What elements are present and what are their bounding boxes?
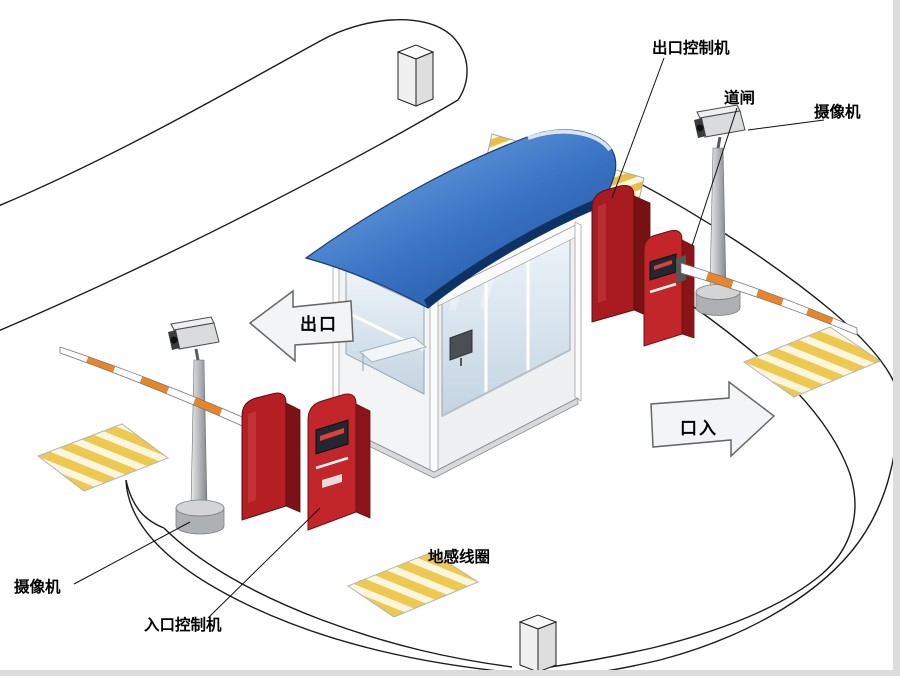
booth-interior-monitor <box>449 329 473 361</box>
marker-right-face <box>537 621 557 673</box>
entrance-direction-arrow: 口入 <box>650 380 776 458</box>
entrance-control-badge <box>322 474 342 488</box>
exit-lane-equipment <box>591 185 858 347</box>
camera-left-pole <box>190 359 208 506</box>
entrance-control-display-led <box>320 428 344 441</box>
camera-right-pole <box>709 147 727 291</box>
booth-roof <box>304 129 617 309</box>
leader-barrier-gate <box>691 107 738 247</box>
leader-camera-left <box>73 521 191 585</box>
camera-right-bracket <box>716 136 722 149</box>
entrance-arrow-shape <box>650 380 776 458</box>
exit-barrier-arm <box>680 262 858 336</box>
scan-edge-right <box>893 0 900 676</box>
ground-loop-left <box>36 423 170 492</box>
marker-left-face <box>397 51 417 107</box>
camera-left-bracket <box>194 348 200 361</box>
road-bottom-left-outer <box>125 479 557 676</box>
entrance-control-ticket-slot <box>315 456 349 470</box>
camera-left <box>168 316 225 535</box>
road-right-inner <box>543 243 856 669</box>
entrance-barrier-cabinet-side <box>285 402 301 513</box>
callout-labels: 出口控制机 道闸 摄像机 摄像机 入口控制机 地感线圈 <box>14 38 861 634</box>
leader-lines <box>73 57 825 619</box>
exit-direction-arrow: 出口 <box>248 289 354 363</box>
booth-roof-curl-highlight <box>527 129 612 152</box>
road-bottom-left-inner <box>163 527 513 668</box>
camera-left-lens-icon <box>170 336 178 344</box>
camera-left-base-top <box>175 499 225 517</box>
road-bottom-left-cap <box>125 479 165 529</box>
entrance-barrier-arm <box>59 346 248 429</box>
entrance-lane-equipment <box>59 346 371 531</box>
road-top-left <box>0 19 468 332</box>
road-marker-top <box>396 44 435 107</box>
exit-arrow-shape <box>248 289 354 363</box>
exit-arrow-label: 出口 <box>300 314 338 334</box>
booth-interior-desk <box>358 336 428 363</box>
booth-post-front <box>429 293 439 475</box>
exit-control-machine-highlight <box>598 203 606 303</box>
booth-post-right <box>574 221 582 402</box>
ground-loops <box>36 326 882 618</box>
road-network <box>0 19 898 676</box>
label-barrier-gate: 道闸 <box>724 88 755 107</box>
road-right-outer <box>617 171 898 391</box>
marker-left-face <box>519 621 539 673</box>
entrance-arrow-label: 口入 <box>680 419 718 438</box>
booth-roof-edge <box>424 198 602 308</box>
entrance-control-machine-side <box>355 403 371 519</box>
label-ground-loop: 地感线圈 <box>428 547 490 566</box>
marker-right-face <box>415 51 434 107</box>
camera-right-lens-icon <box>696 124 704 132</box>
guard-booth <box>304 129 645 479</box>
booth-right-sill <box>441 349 571 417</box>
ground-loop-right <box>742 326 882 398</box>
leader-entrance-controller <box>207 507 321 619</box>
label-camera-right: 摄像机 <box>814 102 861 121</box>
leader-exit-controller <box>611 57 665 199</box>
scan-edge-bottom <box>0 670 900 676</box>
ground-loop-bottom <box>346 551 480 618</box>
label-camera-left: 摄像机 <box>14 577 61 596</box>
label-exit-controller: 出口控制机 <box>652 38 730 57</box>
label-entrance-controller: 入口控制机 <box>144 615 222 634</box>
exit-barrier-ticket-slot <box>649 282 677 294</box>
exit-barrier-cabinet-side <box>681 239 695 339</box>
road-marker-bottom <box>518 614 558 673</box>
road-bottom-outer-right <box>565 431 898 676</box>
entrance-barrier-highlight <box>248 411 256 503</box>
exit-barrier-display-led <box>654 260 672 270</box>
leader-camera-right <box>747 119 825 131</box>
